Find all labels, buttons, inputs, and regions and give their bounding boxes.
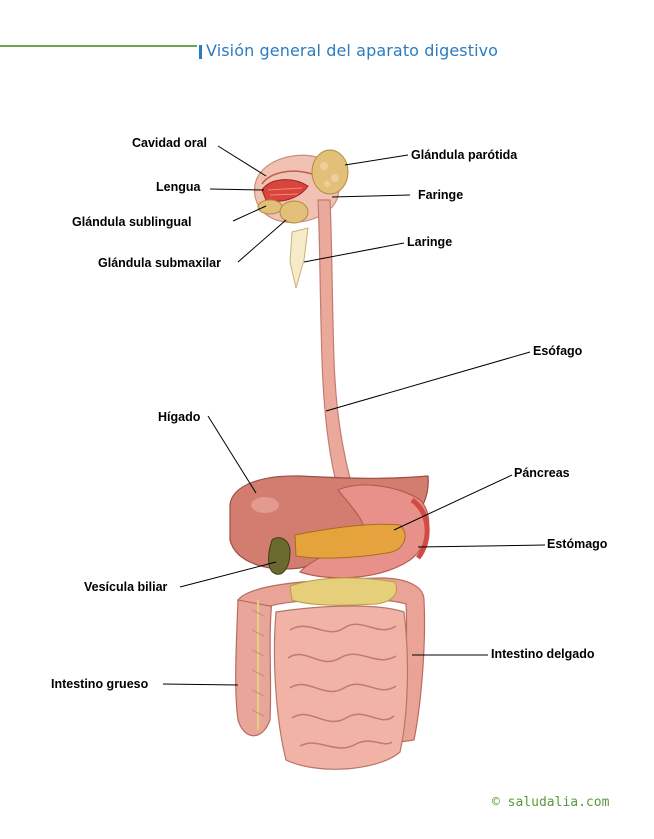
label-liver: Hígado xyxy=(158,410,201,424)
gallbladder xyxy=(268,537,291,575)
label-pharynx: Faringe xyxy=(418,188,464,202)
label-oral-cavity: Cavidad oral xyxy=(132,136,208,150)
header-rule xyxy=(0,45,197,47)
page-title: Visión general del aparato digestivo xyxy=(206,41,499,60)
copyright-notice: © saludalia.com xyxy=(492,795,610,810)
label-gallbladder: Vesícula biliar xyxy=(84,580,168,594)
label-small-intestine: Intestino delgado xyxy=(491,647,595,661)
small-intestine xyxy=(273,605,409,770)
mesentery xyxy=(289,577,397,606)
label-esophagus: Esófago xyxy=(533,344,583,358)
submaxillary-gland xyxy=(279,200,309,224)
label-sublingual-gland: Glándula sublingual xyxy=(72,215,192,229)
label-larynx: Laringe xyxy=(407,235,453,249)
label-tongue: Lengua xyxy=(156,180,201,194)
label-stomach: Estómago xyxy=(547,537,608,551)
esophagus xyxy=(317,199,353,491)
label-submaxillary-gland: Glándula submaxilar xyxy=(98,256,221,270)
large-intestine xyxy=(235,577,426,743)
pancreas xyxy=(294,523,406,559)
label-large-intestine: Intestino grueso xyxy=(51,677,149,691)
label-parotid-gland: Glándula parótida xyxy=(411,148,518,162)
sublingual-gland xyxy=(257,199,283,215)
leader-lines xyxy=(162,145,546,686)
label-pancreas: Páncreas xyxy=(514,466,570,480)
parotid-gland xyxy=(311,149,349,195)
larynx xyxy=(289,227,309,289)
header-accent-bar xyxy=(199,45,202,59)
